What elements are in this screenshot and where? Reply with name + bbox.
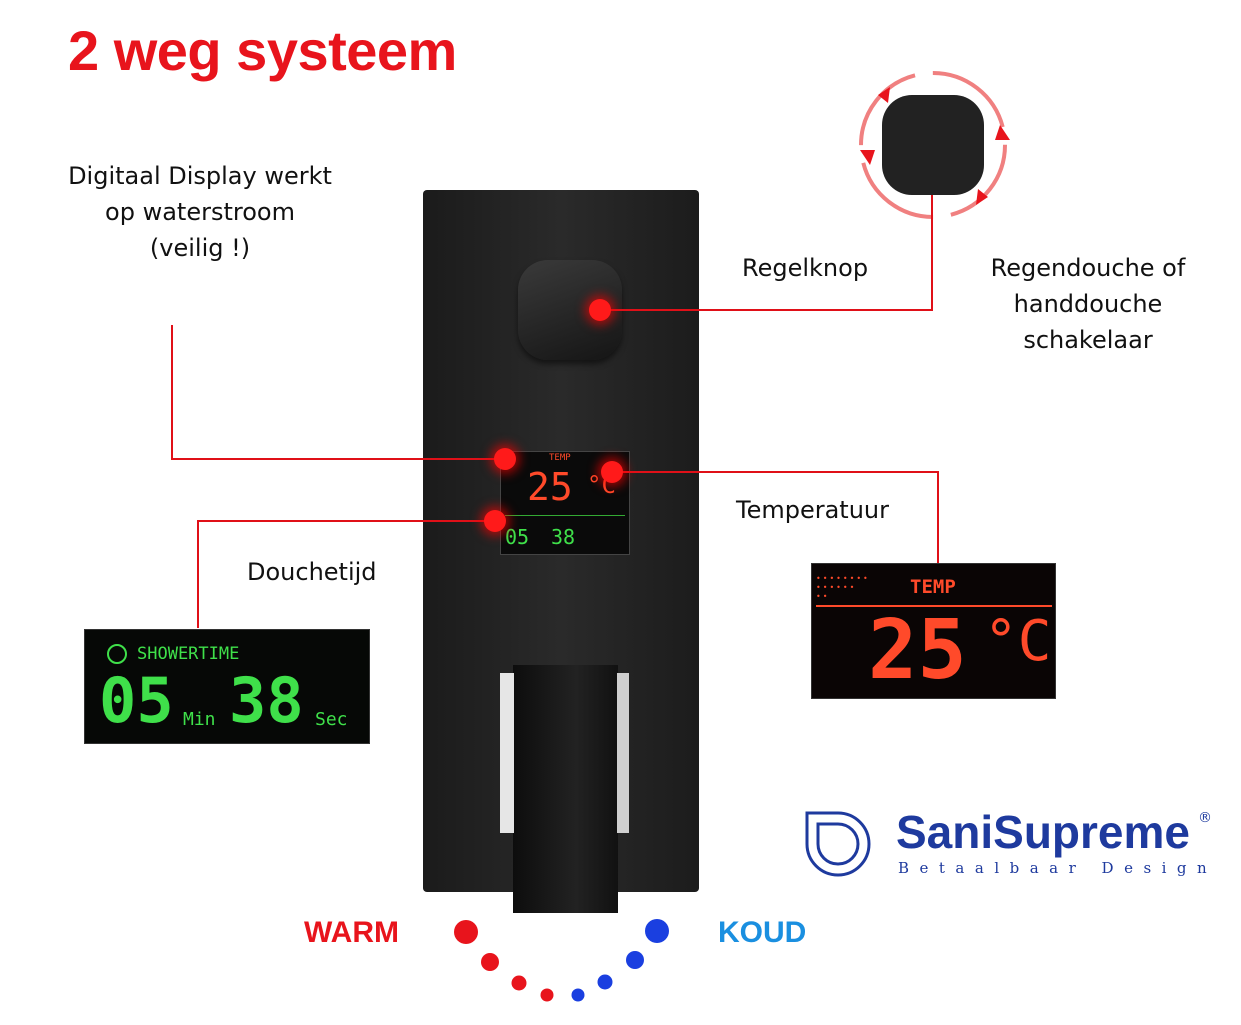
brand-tagline: Betaalbaar Design (898, 859, 1218, 877)
showertime-minutes: 05 (99, 664, 174, 737)
display-note-line: Digitaal Display werkt (68, 162, 332, 190)
callout-dot (589, 299, 611, 321)
switch-note-line: Regendouche of (990, 254, 1186, 282)
panel-minutes: 05 (505, 525, 530, 549)
sec-unit: Sec (315, 709, 348, 730)
callout-dot (494, 448, 516, 470)
cold-dot (626, 951, 644, 969)
temp-value: 25 (868, 603, 967, 698)
page-title: 2 weg systeem (68, 19, 457, 82)
panel-temp-value: 25 (527, 465, 573, 509)
switch-note: Regendouche of handdouche schakelaar (975, 250, 1201, 358)
temperature-display: •••••••••••••••• TEMP 25 °C (811, 563, 1056, 699)
clock-icon (107, 644, 127, 664)
mixer-lever[interactable] (513, 665, 618, 913)
min-unit: Min (183, 709, 216, 730)
callout-dot (601, 461, 623, 483)
registered-mark: ® (1198, 810, 1212, 826)
brand-name: SaniSupreme (896, 806, 1190, 858)
panel-seconds: 38 (551, 525, 576, 549)
regelknop-label: Regelknop (742, 254, 869, 282)
temp-label: TEMP (910, 576, 956, 598)
showertime-seconds: 38 (229, 664, 304, 737)
callout-dot (484, 510, 506, 532)
douchetijd-label: Douchetijd (247, 558, 377, 586)
switch-note-line: handdouche (1013, 290, 1163, 318)
display-note-line: op waterstroom (105, 198, 295, 226)
rotation-arrows-icon (859, 71, 1010, 219)
koud-label: KOUD (718, 916, 807, 949)
display-note-line: (veilig !) (149, 234, 251, 262)
temperatuur-label: Temperatuur (736, 496, 889, 524)
showertime-display: SHOWERTIME 05 Min 38 Sec (84, 629, 370, 744)
warm-dot (481, 953, 499, 971)
cold-dot (571, 988, 585, 1002)
warm-label: WARM (304, 916, 399, 949)
panel-temp-label: TEMP (549, 453, 571, 463)
warm-dot (511, 975, 527, 991)
lever-highlight (500, 673, 514, 833)
display-note: Digitaal Display werkt op waterstroom (v… (60, 158, 340, 266)
cold-dot (645, 919, 669, 943)
sanisupreme-logo-icon (805, 811, 871, 877)
lever-highlight (617, 673, 629, 833)
warm-dot (454, 920, 478, 944)
cold-dot (597, 974, 613, 990)
showertime-label: SHOWERTIME (137, 644, 240, 664)
temp-unit: °C (984, 609, 1052, 674)
switch-note-line: schakelaar (1023, 326, 1153, 354)
warm-dot (540, 988, 554, 1002)
